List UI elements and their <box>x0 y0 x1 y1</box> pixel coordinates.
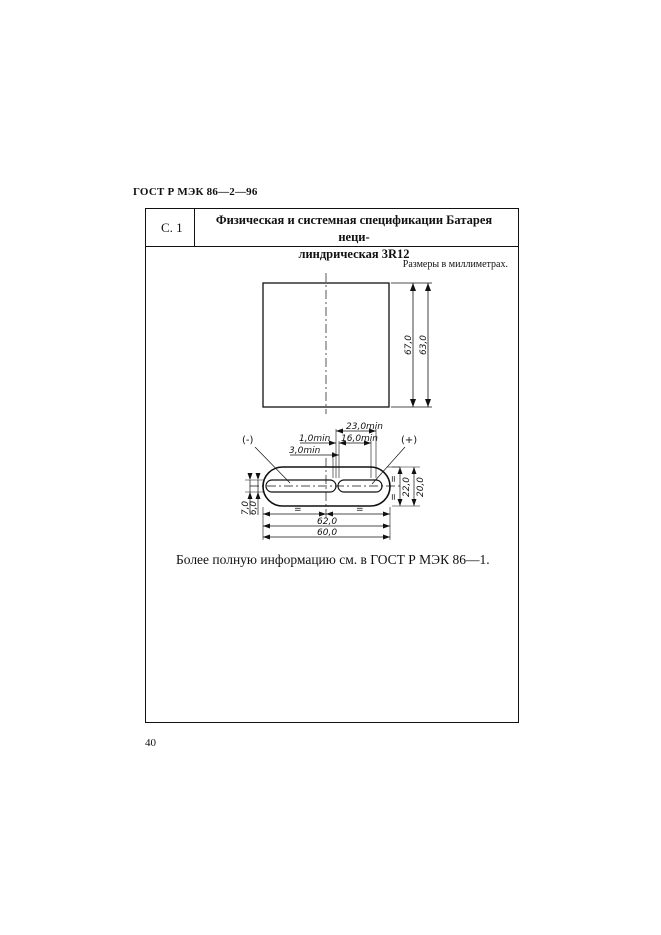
top-view-outline <box>262 466 391 507</box>
dim-16-min: 16,0min <box>341 434 378 444</box>
dim-6: 6,0 <box>249 501 259 516</box>
side-view-outline <box>262 282 390 408</box>
dim-7: 7,0 <box>241 501 251 516</box>
equal-mark-bottom: = <box>389 493 399 501</box>
info-text: Более полную информацию см. в ГОСТ Р МЭК… <box>176 552 490 567</box>
equal-mark-top: = <box>389 475 399 483</box>
spec-title: Физическая и системная спецификации Бата… <box>204 212 504 263</box>
dim-1-min: 1,0min <box>299 434 331 444</box>
dim-23-min: 23,0min <box>346 422 383 432</box>
standard-header: ГОСТ Р МЭК 86—2—96 <box>133 186 258 198</box>
page-number: 40 <box>145 737 156 749</box>
negative-leader <box>254 446 291 484</box>
specification-frame: С. 1 Физическая и системная спецификации… <box>145 208 519 723</box>
spec-title-line-1: Физическая и системная спецификации Бата… <box>215 213 493 244</box>
negative-terminal-label: (-) <box>242 435 254 446</box>
positive-terminal-label: (+) <box>401 435 417 446</box>
units-note: Размеры в миллиметрах. <box>402 259 508 270</box>
equal-mark-left: = <box>294 505 302 515</box>
dim-height-min: 63,0 <box>419 335 429 355</box>
dim-length-max: 62,0 <box>317 517 337 527</box>
dim-length-min: 60,0 <box>317 528 337 538</box>
positive-leader <box>371 446 406 485</box>
dim-22: 22,0 <box>402 477 412 497</box>
page-cell: С. 1 <box>146 209 195 246</box>
equal-mark-right: = <box>356 505 364 515</box>
spec-title-line-2: линдрическая 3R12 <box>298 247 410 261</box>
title-row: С. 1 Физическая и системная спецификации… <box>146 209 518 261</box>
page-label: С. 1 <box>161 220 183 235</box>
top-view <box>245 428 420 540</box>
side-view <box>262 273 432 414</box>
dim-height-max: 67,0 <box>404 335 414 355</box>
dim-3-min: 3,0min <box>289 446 321 456</box>
dim-20: 20,0 <box>416 477 426 497</box>
